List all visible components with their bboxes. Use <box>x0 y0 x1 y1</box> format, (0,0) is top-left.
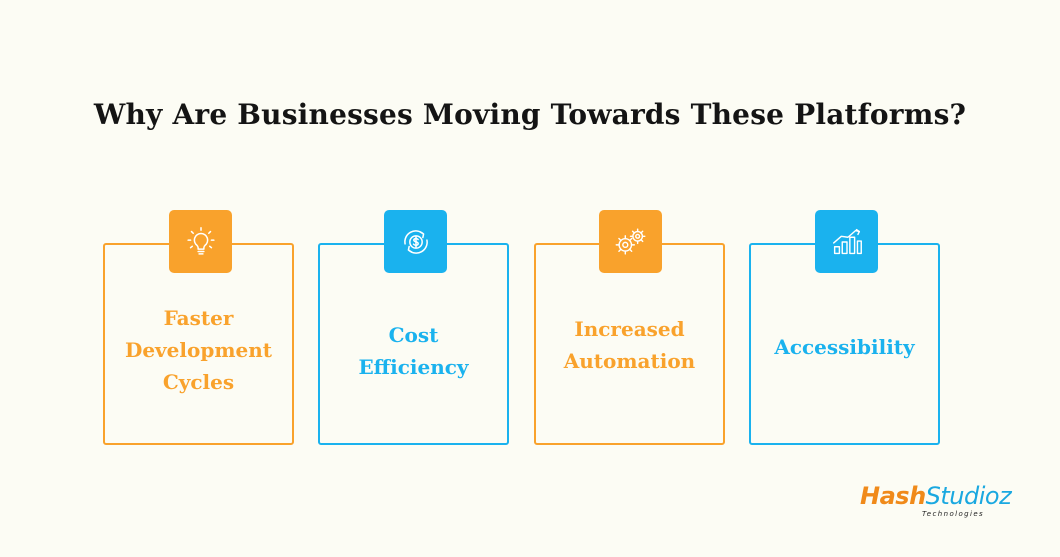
logo-wordmark: HashStudioz <box>860 482 1012 510</box>
card-label: Faster Development Cycles <box>111 302 286 398</box>
card-label-line: Cost <box>388 323 439 347</box>
card-increased-automation: Increased Automation <box>534 243 725 445</box>
logo-tagline: Technologies <box>922 510 985 518</box>
card-label-line: Development <box>124 338 272 362</box>
dollar-cycle-icon-box <box>384 210 447 273</box>
card-label: Accessibility <box>757 331 932 363</box>
card-label: Increased Automation <box>542 313 717 377</box>
card-cost-efficiency: Cost Efficiency <box>318 243 509 445</box>
card-label-line: Automation <box>563 349 696 373</box>
bar-chart-icon <box>832 228 862 254</box>
lightbulb-icon-box <box>169 210 232 273</box>
card-label-line: Accessibility <box>774 335 915 359</box>
logo-prefix: Hash <box>860 482 926 510</box>
card-label: Cost Efficiency <box>326 319 501 383</box>
lightbulb-icon <box>186 226 215 255</box>
card-label-line: Faster <box>163 306 234 330</box>
hashstudioz-logo: HashStudioz Technologies <box>860 482 1012 522</box>
gears-icon-box <box>599 210 662 273</box>
gears-icon <box>615 227 645 255</box>
card-label-line: Cycles <box>162 370 235 394</box>
bar-chart-icon-box <box>815 210 878 273</box>
card-faster-development: Faster Development Cycles <box>103 243 294 445</box>
card-label-line: Efficiency <box>358 355 469 379</box>
dollar-cycle-icon <box>403 229 428 254</box>
card-label-line: Increased <box>574 317 685 341</box>
page-title: Why Are Businesses Moving Towards These … <box>93 98 967 131</box>
logo-suffix: Studioz <box>925 482 1012 510</box>
card-accessibility: Accessibility <box>749 243 940 445</box>
